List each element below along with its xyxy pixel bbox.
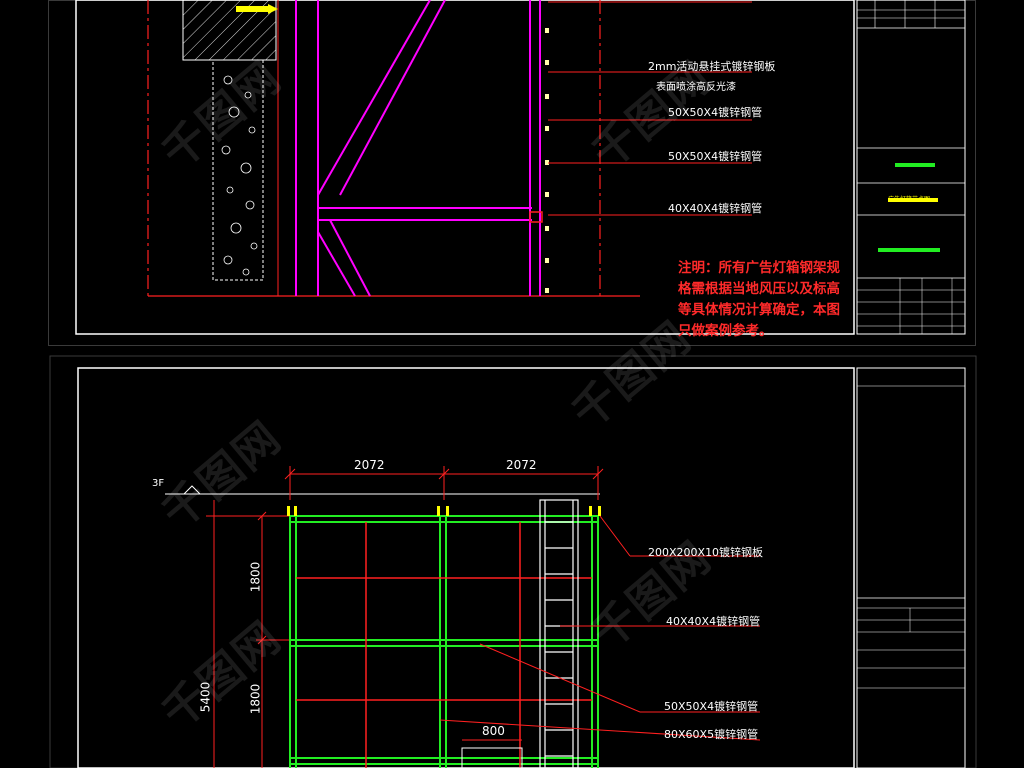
label-pipe-3: 40X40X4镀锌钢管 — [668, 202, 763, 215]
dim-door: 800 — [482, 724, 505, 738]
label-b-pipe-2: 50X50X4镀锌钢管 — [664, 700, 759, 713]
concrete-wall — [212, 59, 264, 281]
top-inner-border — [75, 0, 855, 335]
anchor-bolt — [236, 6, 268, 12]
bottom-inner-border — [77, 367, 855, 768]
dim-width-right: 2072 — [506, 458, 537, 472]
label-coating: 表面喷涂高反光漆 — [656, 82, 736, 93]
level-label: 3F — [152, 478, 165, 489]
steel-frame-magenta — [295, 0, 541, 297]
dim-height-total: 5400 — [198, 681, 213, 713]
label-plate: 2mm活动悬挂式镀锌钢板 — [648, 60, 776, 73]
dim-width-left: 2072 — [354, 458, 385, 472]
dim-height-2: 1800 — [248, 683, 263, 715]
maintenance-ladder — [539, 499, 579, 768]
label-b-plate: 200X200X10镀锌钢板 — [648, 546, 764, 559]
label-b-pipe-3: 80X60X5镀锌钢管 — [664, 728, 759, 741]
label-pipe-2: 50X50X4镀锌钢管 — [668, 150, 763, 163]
red-subframe — [296, 522, 592, 768]
label-pipe-1: 50X50X4镀锌钢管 — [668, 106, 763, 119]
design-note: 注明：所有广告灯箱钢架规格需根据当地风压以及标高等具体情况计算确定，本图只做案例… — [678, 260, 840, 339]
bottom-title-block — [856, 367, 966, 768]
aggregate-circles — [221, 75, 258, 276]
title-block-project: 广告灯箱节点图 — [888, 196, 931, 203]
label-b-pipe-1: 40X40X4镀锌钢管 — [666, 615, 761, 628]
top-title-block — [856, 0, 966, 335]
panel-clips — [545, 28, 549, 293]
dim-height-1: 1800 — [248, 561, 263, 593]
